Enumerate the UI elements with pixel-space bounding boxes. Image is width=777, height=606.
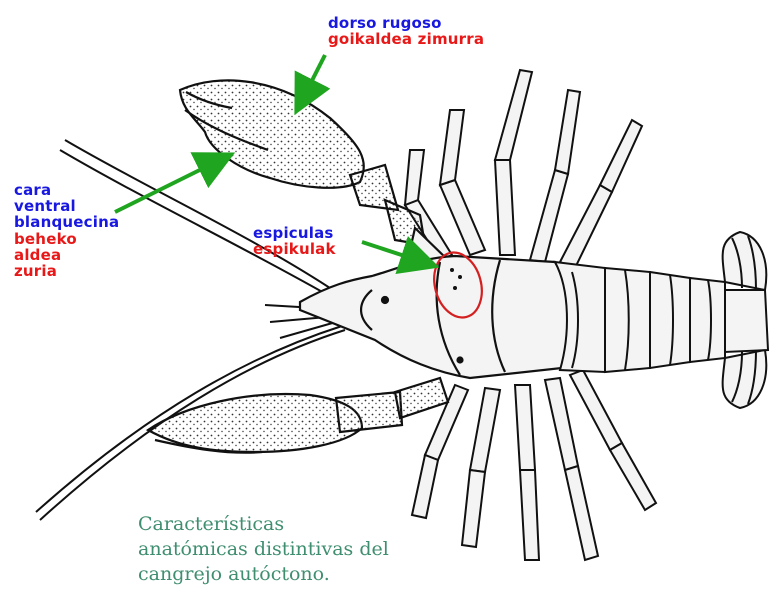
lower-legs xyxy=(412,370,656,560)
label-dorso-eu: goikaldea zimurra xyxy=(328,32,484,47)
label-cara-es-1: cara xyxy=(14,183,51,198)
figure-caption: Características anatómicas distintivas d… xyxy=(138,512,308,587)
antennae xyxy=(36,140,350,520)
caption-line-2: anatómicas distintivas del xyxy=(138,537,308,562)
label-cara-eu-2: aldea xyxy=(14,248,61,263)
label-cara-es-3: blanquecina xyxy=(14,215,119,230)
label-cara-es-2: ventral xyxy=(14,199,76,214)
label-dorso-es: dorso rugoso xyxy=(328,16,442,31)
arrow-dorso xyxy=(298,55,325,108)
arrow-cara xyxy=(115,156,228,212)
caption-line-3: cangrejo autóctono. xyxy=(138,562,308,587)
upper-legs xyxy=(405,70,642,268)
abdomen xyxy=(555,262,725,372)
tail-fan xyxy=(723,232,768,408)
label-espiculas-eu: espikulak xyxy=(253,242,336,257)
label-espiculas-es: espiculas xyxy=(253,226,334,241)
label-cara-eu-1: beheko xyxy=(14,232,77,247)
caption-line-1: Características xyxy=(138,512,308,537)
lower-claw xyxy=(148,378,448,453)
label-cara-eu-3: zuria xyxy=(14,264,57,279)
